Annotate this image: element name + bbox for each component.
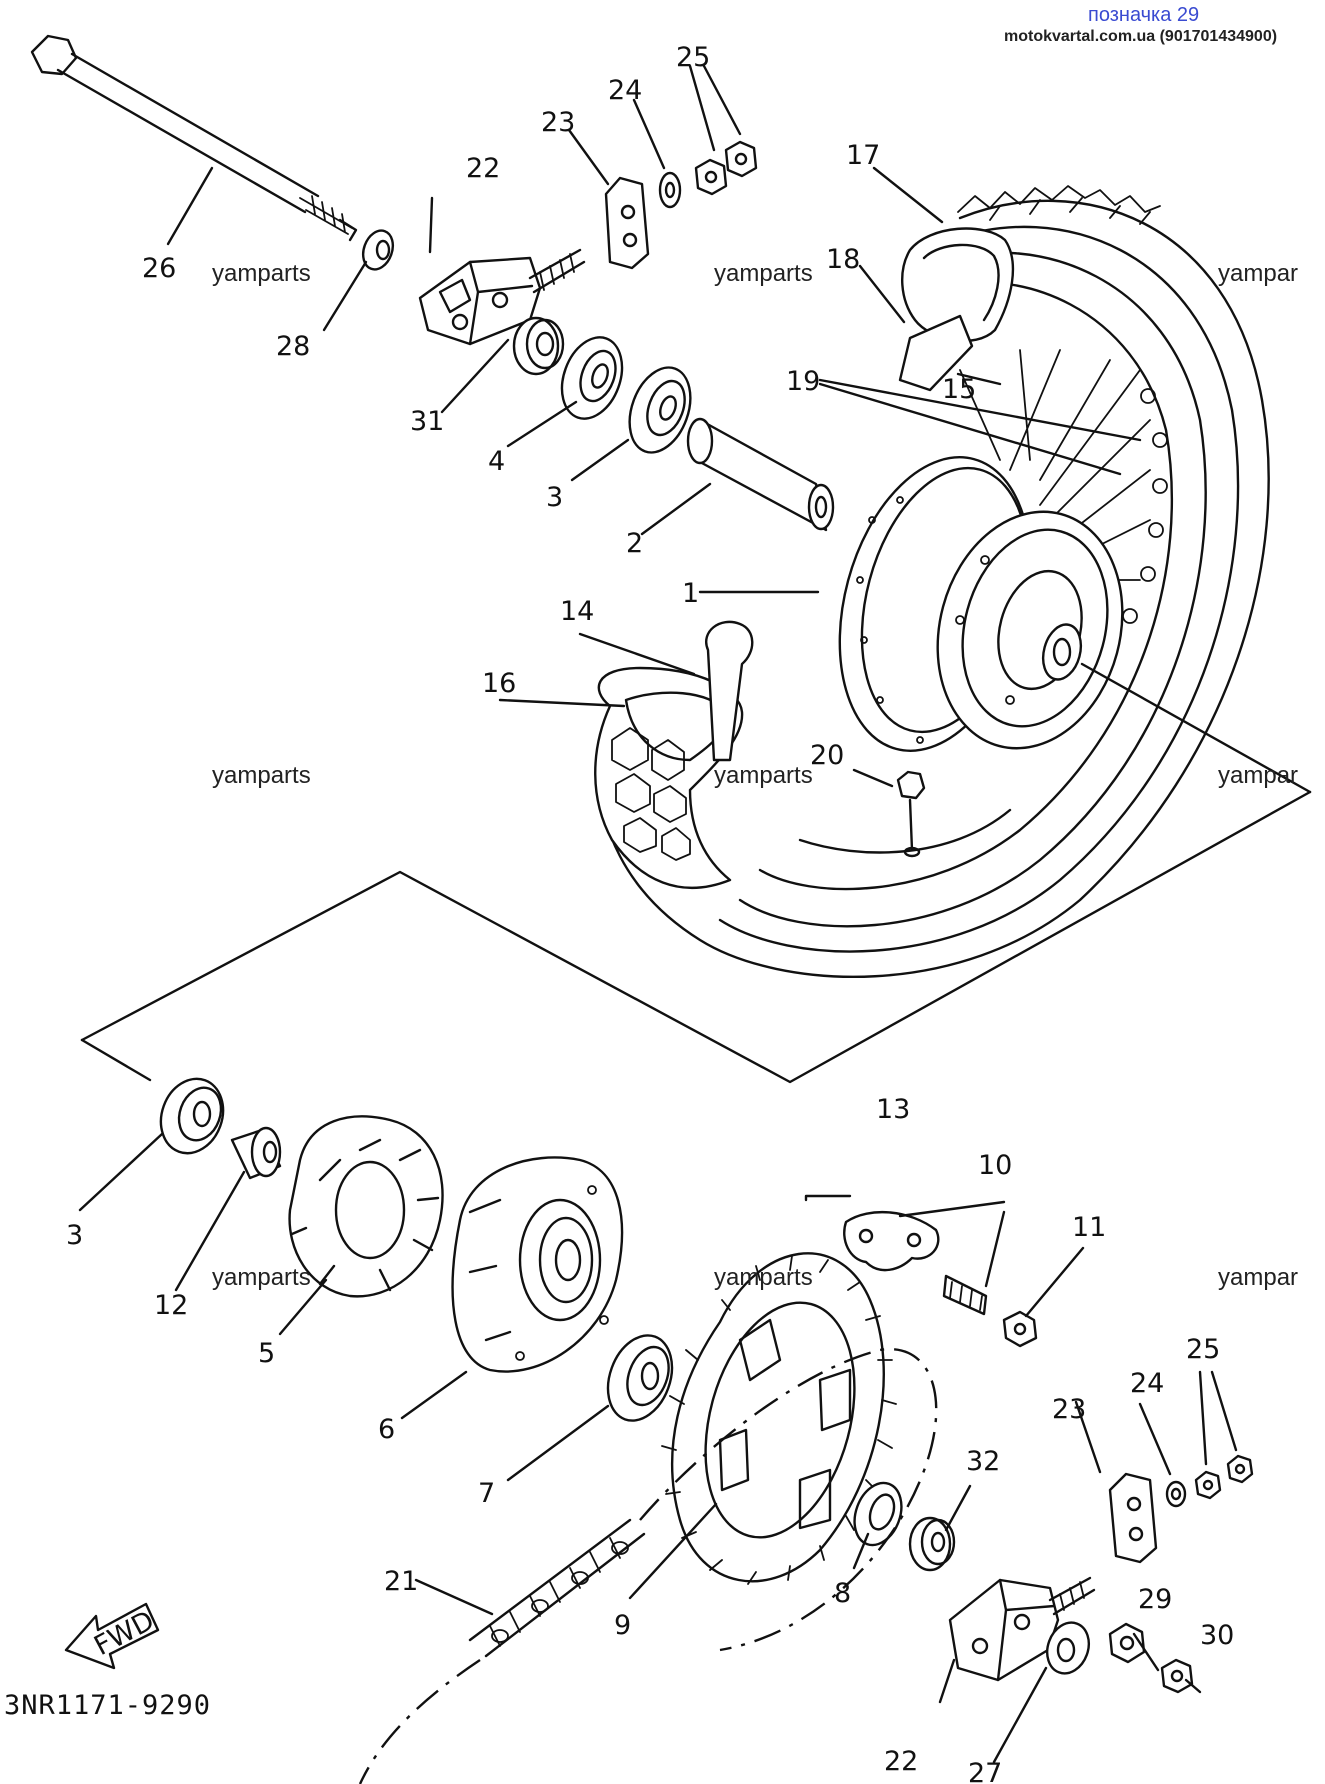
callout-17: 17: [846, 140, 880, 171]
watermark: yamparts: [212, 1264, 311, 1291]
bearing-3-top: [628, 366, 692, 454]
watermark: yamparts: [714, 762, 813, 789]
drawing-code: 3NR1171-9290: [4, 1690, 212, 1721]
axle-26: [30, 34, 358, 242]
watermark: yamparts: [212, 762, 311, 789]
watermark: yamparts: [714, 260, 813, 287]
watermark: yampar: [1218, 260, 1299, 287]
nuts-25-top: [694, 140, 758, 196]
nut-11: [1002, 1310, 1038, 1348]
grouping-line-leader: [80, 1038, 152, 1082]
oil-seal-8: [853, 1481, 903, 1547]
callout-23-bottom: 23: [1052, 1394, 1086, 1425]
callout-24-top: 24: [608, 75, 642, 106]
plate-23-top: [604, 176, 650, 270]
callout-6: 6: [378, 1414, 395, 1445]
watermark: yamparts: [714, 1264, 813, 1291]
callout-31: 31: [410, 406, 444, 437]
tube-valve-18: [898, 314, 974, 392]
puller-leader: [804, 1194, 852, 1202]
callout-18: 18: [826, 244, 860, 275]
callout-32: 32: [966, 1446, 1000, 1477]
collar-31: [512, 316, 565, 376]
washer-27: [1046, 1621, 1090, 1675]
callout-25-bottom: 25: [1186, 1334, 1220, 1365]
sprocket-9: [661, 1252, 897, 1585]
watermark: yamparts: [212, 260, 311, 287]
chain-puller-13: [843, 1211, 940, 1272]
callout-7: 7: [478, 1478, 495, 1509]
bearing-7: [606, 1334, 674, 1422]
callout-22-bottom: 22: [884, 1746, 918, 1777]
callout-9: 9: [614, 1610, 631, 1641]
leader-lines: [78, 64, 1312, 1764]
callout-14: 14: [560, 596, 594, 627]
collar-12: [230, 1126, 282, 1180]
callout-16: 16: [482, 668, 516, 699]
callout-23-top: 23: [541, 107, 575, 138]
callout-22-top: 22: [466, 153, 500, 184]
callout-30: 30: [1200, 1620, 1234, 1651]
callout-13: 13: [876, 1094, 910, 1125]
plate-23-bottom: [1108, 1472, 1158, 1564]
callout-4: 4: [488, 446, 505, 477]
callout-8: 8: [834, 1578, 851, 1609]
header-title: позначка 29: [1088, 4, 1200, 26]
callout-24-bottom: 24: [1130, 1368, 1164, 1399]
watermark: yampar: [1218, 1264, 1299, 1291]
grouping-line: [80, 790, 1312, 1084]
callout-numbers: 26 28 22 23 24 25 31 4 3 2 1 17 18 19 15…: [66, 42, 1234, 1784]
nuts-25-bottom: [1194, 1454, 1254, 1500]
bolt-10: [942, 1274, 988, 1316]
nut-29: [1108, 1622, 1146, 1664]
fwd-label: FWD: [89, 1605, 159, 1662]
clutch-hub-6: [451, 1156, 624, 1373]
callout-1: 1: [682, 578, 699, 609]
drive-chain-21: [358, 1347, 938, 1784]
callout-12: 12: [154, 1290, 188, 1321]
washer-24-bottom: [1165, 1480, 1187, 1508]
callout-29: 29: [1138, 1584, 1172, 1615]
callout-2: 2: [626, 528, 643, 559]
callout-26: 26: [142, 253, 176, 284]
rear-wheel-1: [594, 185, 1270, 978]
chain-adjuster-22-top: [418, 248, 586, 346]
callout-15: 15: [942, 374, 976, 405]
bearing-4: [560, 336, 624, 420]
valve-nut-20: [896, 770, 926, 858]
callout-21: 21: [384, 1566, 418, 1597]
callout-27: 27: [968, 1758, 1002, 1784]
fwd-arrow: FWD: [64, 1602, 159, 1670]
damper-5: [288, 1115, 444, 1298]
collar-32: [908, 1516, 956, 1572]
nut-30: [1160, 1658, 1194, 1694]
spacer-2: [686, 417, 835, 532]
callout-19: 19: [786, 366, 820, 397]
bearing-3-bottom: [159, 1077, 225, 1155]
callout-3-top: 3: [546, 482, 563, 513]
callout-10: 10: [978, 1150, 1012, 1181]
callout-20: 20: [810, 740, 844, 771]
callout-25-top: 25: [676, 42, 710, 73]
rim-band-17: [901, 227, 1015, 343]
callout-3-bottom: 3: [66, 1220, 83, 1251]
washer-28: [361, 229, 395, 271]
callout-28: 28: [276, 331, 310, 362]
header-subtitle: motokvartal.com.ua (901701434900): [1004, 28, 1278, 45]
watermark: yampar: [1218, 762, 1299, 789]
callout-11: 11: [1072, 1212, 1106, 1243]
callout-5: 5: [258, 1338, 275, 1369]
washer-24-top: [658, 171, 682, 209]
